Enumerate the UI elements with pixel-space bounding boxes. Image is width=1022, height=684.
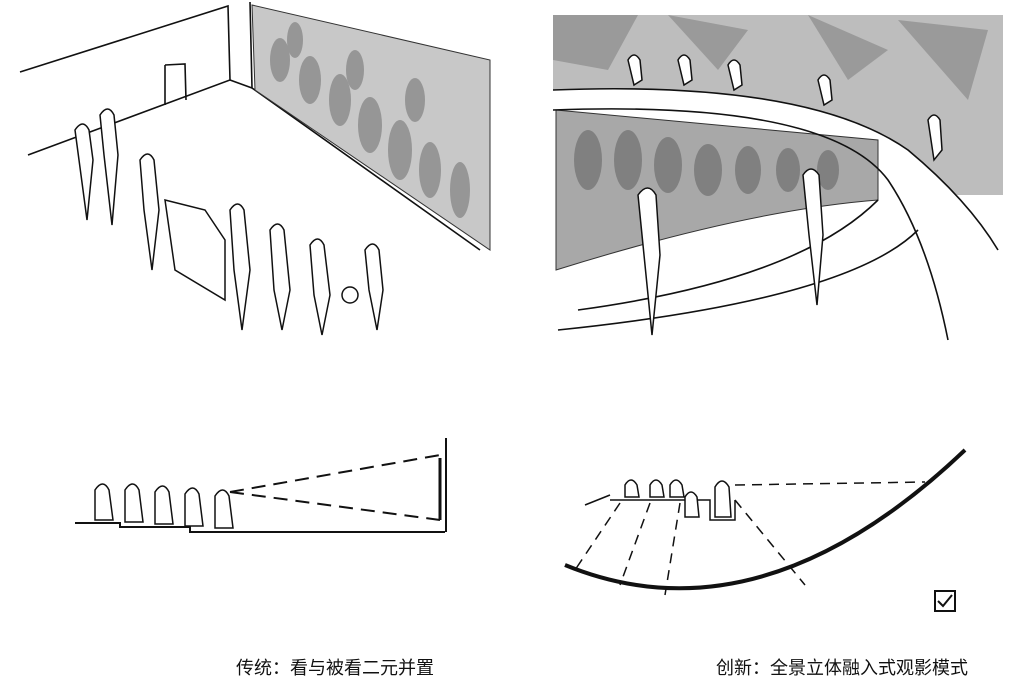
immersive-section-diagram <box>564 448 967 596</box>
immersive-perspective-sketch <box>552 15 1003 350</box>
caption-traditional: 传统：看与被看二元并置 <box>236 658 434 679</box>
caption-innovation: 创新：全景立体融入式观影模式 <box>716 658 968 679</box>
traditional-perspective-sketch <box>19 1 491 336</box>
checkbox-checked-icon <box>934 590 956 612</box>
traditional-section-diagram <box>75 438 447 533</box>
